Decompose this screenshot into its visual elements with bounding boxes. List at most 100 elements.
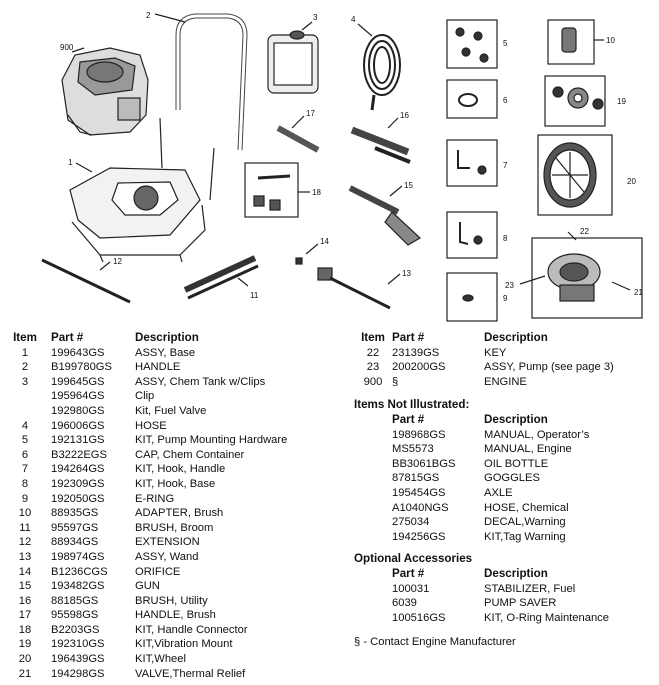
callout-17: 17 [306, 109, 315, 118]
header-part: Part # [51, 331, 84, 344]
callout-3: 3 [313, 13, 318, 22]
callout-23: 23 [505, 281, 514, 290]
e-ring-drawing [446, 272, 498, 322]
callout-2: 2 [146, 11, 151, 20]
part-number: 100031 [392, 582, 430, 595]
optional-accessories-title: Optional Accessories [354, 552, 473, 566]
table-header: Part # Description [354, 413, 654, 428]
wand-drawing [317, 267, 391, 310]
callout-8: 8 [503, 234, 508, 243]
part-description: PUMP SAVER [484, 597, 557, 610]
callout-19: 19 [617, 97, 626, 106]
item-number: 17 [18, 609, 32, 622]
hardware-drawing [446, 19, 498, 69]
part-number: 88934GS [51, 536, 99, 549]
part-number: 88935GS [51, 507, 99, 520]
table-header: Part # Description [354, 567, 654, 582]
callout-6: 6 [503, 96, 508, 105]
part-description: VALVE,Thermal Relief [135, 667, 246, 680]
not-illustrated-title: Items Not Illustrated: [354, 398, 470, 412]
part-number: 195964GS [51, 390, 105, 403]
item-number: 20 [18, 653, 32, 666]
part-description: GUN [135, 580, 160, 593]
part-number: 196006GS [51, 419, 105, 432]
hook-handle-drawing [446, 139, 498, 187]
part-description: BRUSH, Utility [135, 594, 208, 607]
table-row: 192980GS Kit, Fuel Valve [6, 404, 341, 419]
part-number: 100516GS [392, 611, 446, 624]
part-number: 198968GS [392, 428, 446, 441]
handle-drawing [175, 13, 248, 151]
callout-22: 22 [580, 227, 589, 236]
item-number: 18 [18, 623, 32, 636]
part-number: 199643GS [51, 346, 105, 359]
table-header: Item Part # Description [354, 331, 654, 346]
part-description: DECAL,Warning [484, 516, 566, 529]
item-number: 4 [21, 419, 29, 432]
orifice-drawing [295, 257, 303, 265]
callout-15: 15 [404, 181, 413, 190]
part-number: 88185GS [51, 594, 99, 607]
part-number: 199645GS [51, 375, 105, 388]
part-number: 194298GS [51, 667, 105, 680]
part-number: 23139GS [392, 346, 440, 359]
header-description: Description [135, 331, 199, 344]
item-number: 5 [21, 434, 29, 447]
part-number: 192310GS [51, 638, 105, 651]
item-number: 10 [18, 507, 32, 520]
part-number: 95597GS [51, 521, 99, 534]
part-description: ASSY, Chem Tank w/Clips [135, 375, 266, 388]
table-row: 900§ENGINE [354, 375, 654, 390]
part-description: KIT, O-Ring Maintenance [484, 611, 609, 624]
callout-5: 5 [503, 39, 508, 48]
part-description: STABILIZER, Fuel [484, 582, 576, 595]
utility-brush-drawing [350, 126, 411, 164]
part-description: HANDLE, Brush [135, 609, 216, 622]
item-number: 7 [21, 463, 29, 476]
leader-16 [387, 117, 399, 129]
table-row: 100031 STABILIZER, Fuel [354, 582, 654, 597]
part-number: B199780GS [51, 361, 112, 374]
callout-20: 20 [627, 177, 636, 186]
part-description: HOSE, Chemical [484, 501, 569, 514]
broom-drawing [183, 255, 259, 300]
item-number [6, 389, 51, 404]
item-number: 15 [18, 580, 32, 593]
item-number: 19 [18, 638, 32, 651]
part-number: 192309GS [51, 477, 105, 490]
leader-15 [389, 185, 403, 197]
part-description: Clip [135, 390, 155, 403]
header-part: Part # [392, 566, 425, 580]
leader-2 [154, 13, 186, 23]
leader-22 [567, 231, 577, 241]
header-description: Description [484, 331, 548, 344]
header-part: Part # [392, 412, 425, 426]
part-description: Kit, Fuel Valve [135, 404, 207, 417]
header-item: Item [361, 331, 385, 344]
part-number: 200200GS [392, 361, 446, 374]
callout-7: 7 [503, 161, 508, 170]
part-description: ASSY, Base [135, 346, 196, 359]
item-number: 900 [363, 375, 383, 388]
callout-18: 18 [312, 188, 321, 197]
hose-drawing [363, 34, 401, 111]
part-number: BB3061BGS [392, 457, 456, 470]
part-number: MS5573 [392, 443, 434, 456]
part-number: 192980GS [51, 404, 105, 417]
chem-tank-drawing [267, 30, 319, 94]
